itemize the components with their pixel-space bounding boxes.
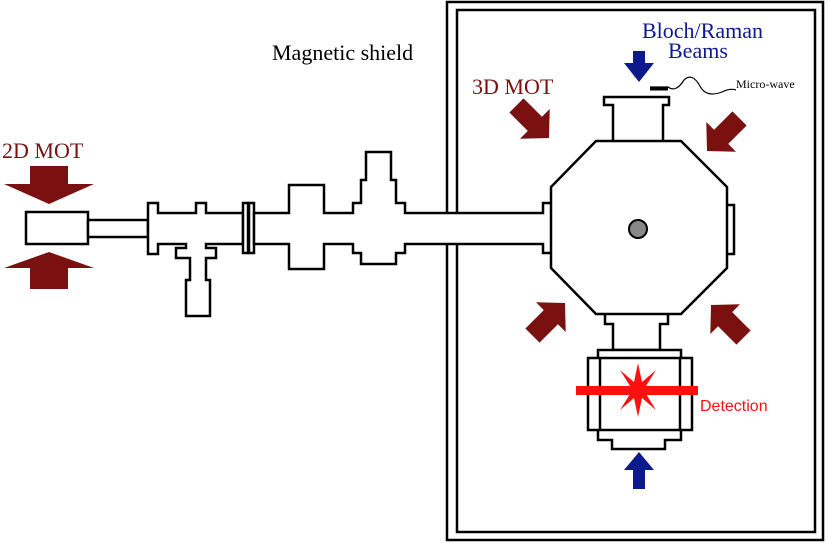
bottom-port bbox=[603, 309, 670, 352]
detection-inner-outline bbox=[598, 356, 682, 432]
t-piece-pipe bbox=[146, 201, 245, 318]
raman-arrow-up bbox=[624, 452, 654, 489]
3d-mot-arrow-top-right bbox=[706, 111, 747, 152]
3d-mot-arrow-top-left bbox=[509, 98, 550, 139]
2d-mot-arrow-bottom bbox=[4, 252, 94, 289]
2d-mot-nozzle bbox=[86, 218, 150, 239]
label-2d-mot: 2D MOT bbox=[2, 138, 84, 163]
label-bloch-raman: Bloch/Raman bbox=[642, 18, 763, 43]
3d-mot-arrow-bottom-right bbox=[710, 304, 751, 345]
flange-left bbox=[241, 201, 250, 255]
raman-arrow-down bbox=[624, 51, 654, 82]
label-detection: Detection bbox=[700, 398, 768, 415]
transfer-tube bbox=[252, 150, 555, 271]
3d-mot-arrow-bottom-left bbox=[525, 302, 566, 343]
microwave-antenna bbox=[650, 76, 737, 95]
2d-mot-cell bbox=[24, 210, 90, 246]
2d-mot-arrow-top bbox=[4, 166, 94, 204]
label-magnetic-shield: Magnetic shield bbox=[272, 40, 414, 65]
atom-cloud bbox=[628, 219, 648, 239]
magnetic-shield-outer-wall bbox=[445, 0, 825, 542]
fluorescence-burst bbox=[612, 363, 664, 417]
label-3d-mot: 3D MOT bbox=[472, 74, 554, 99]
label-microwave: Micro-wave bbox=[736, 77, 795, 91]
magnetic-shield-inner-wall bbox=[455, 8, 817, 534]
label-beams: Beams bbox=[668, 38, 728, 63]
